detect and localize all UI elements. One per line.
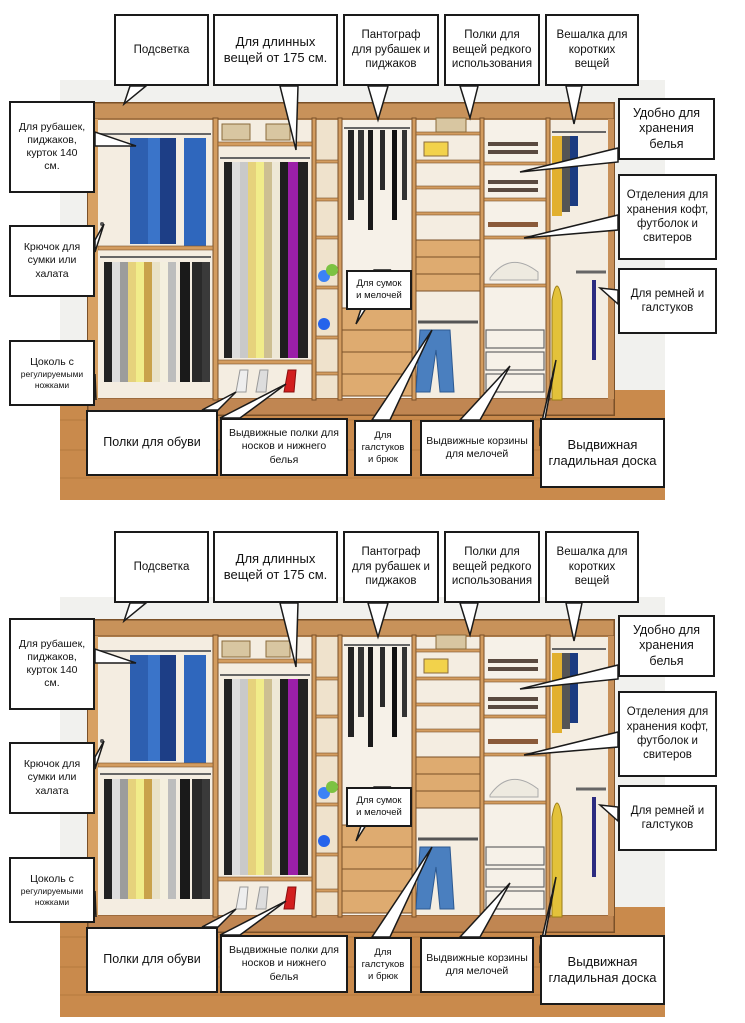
callout-ties-trousers: Для галстуков и брюк [354, 420, 412, 476]
callout-belts-ties: Для ремней и галстуков [618, 268, 717, 334]
long-clothes [224, 679, 308, 875]
short-hanging-clothes [552, 653, 578, 733]
drawers-middle [415, 239, 481, 292]
section-6-back [484, 120, 546, 398]
callout-underwear: Удобно для хранения белья [618, 98, 715, 160]
top-panel [87, 619, 615, 637]
drawers-middle [415, 756, 481, 809]
top-panel [87, 102, 615, 120]
callout-shoe-shelves: Полки для обуви [86, 927, 218, 993]
callout-hook: Крючок для сумки или халата [9, 225, 95, 297]
callout-pantograph: Пантограф для рубашек и пиджаков [343, 531, 439, 603]
callout-long-clothes: Для длинных вещей от 175 см. [213, 14, 338, 86]
callout-bags-small: Для сумок и мелочей [346, 787, 412, 827]
callout-rare-shelves: Полки для вещей редкого использования [444, 531, 540, 603]
pantograph-ties [348, 130, 407, 230]
callout-ironing-board: Выдвижная гладильная доска [540, 935, 665, 1005]
callout-sweaters: Отделения для хранения кофт, футболок и … [618, 174, 717, 260]
callout-plinth: Цоколь с регулируемыми ножками [9, 857, 95, 923]
short-shirts [104, 262, 210, 382]
callout-shoe-shelves: Полки для обуви [86, 410, 218, 476]
callout-sweaters: Отделения для хранения кофт, футболок и … [618, 691, 717, 777]
pantograph-ties [348, 647, 407, 747]
wire-baskets [485, 846, 545, 910]
blue-jackets [130, 655, 206, 763]
callout-pantograph: Пантограф для рубашек и пиджаков [343, 14, 439, 86]
callout-lighting: Подсветка [114, 14, 209, 86]
wardrobe-illustration [60, 597, 665, 1017]
callout-bags-small: Для сумок и мелочей [346, 270, 412, 310]
callout-short-hanger: Вешалка для коротких вещей [545, 14, 639, 86]
ironing-board [551, 802, 563, 918]
wire-baskets [485, 329, 545, 393]
callout-drawers-socks: Выдвижные полки для носков и нижнего бел… [220, 418, 348, 476]
callout-rare-shelves: Полки для вещей редкого использования [444, 14, 540, 86]
long-clothes [224, 162, 308, 358]
callout-belts-ties: Для ремней и галстуков [618, 785, 717, 851]
callout-ironing-board: Выдвижная гладильная доска [540, 418, 665, 488]
blue-jackets [130, 138, 206, 246]
shoes [235, 369, 297, 393]
callout-shirts-140: Для рубашек, пиджаков, курток 140 см. [9, 618, 95, 710]
shoes [235, 886, 297, 910]
callout-lighting: Подсветка [114, 531, 209, 603]
callout-shirts-140: Для рубашек, пиджаков, курток 140 см. [9, 101, 95, 193]
callout-baskets: Выдвижные корзины для мелочей [420, 420, 534, 476]
callout-short-hanger: Вешалка для коротких вещей [545, 531, 639, 603]
callout-long-clothes: Для длинных вещей от 175 см. [213, 531, 338, 603]
callout-ties-trousers: Для галстуков и брюк [354, 937, 412, 993]
callout-underwear: Удобно для хранения белья [618, 615, 715, 677]
wardrobe-diagram-top: Подсветка Для длинных вещей от 175 см. П… [0, 0, 745, 506]
wardrobe-diagram-bottom: Подсветка Для длинных вещей от 175 см. П… [0, 517, 745, 1023]
callout-baskets: Выдвижные корзины для мелочей [420, 937, 534, 993]
callout-plinth: Цоколь с регулируемыми ножками [9, 340, 95, 406]
short-shirts [104, 779, 210, 899]
callout-drawers-socks: Выдвижные полки для носков и нижнего бел… [220, 935, 348, 993]
short-hanging-clothes [552, 136, 578, 216]
ironing-board [551, 285, 563, 401]
wardrobe-illustration [60, 80, 665, 500]
callout-hook: Крючок для сумки или халата [9, 742, 95, 814]
callout-pointers [94, 602, 619, 964]
